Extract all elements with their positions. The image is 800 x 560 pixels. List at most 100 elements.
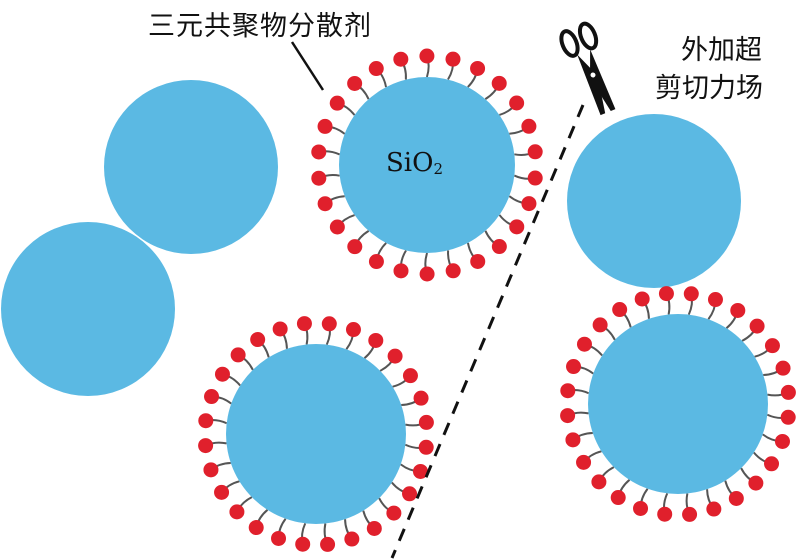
- dispersant-leader-line: [290, 41, 325, 91]
- polymer-head: [317, 196, 333, 212]
- polymer-head: [229, 504, 245, 520]
- polymer-head: [368, 332, 384, 348]
- bare-particle-right: [567, 114, 741, 288]
- polymer-head: [198, 413, 214, 429]
- polymer-head: [203, 462, 219, 478]
- polymer-head: [320, 536, 336, 552]
- polymer-head: [560, 408, 576, 424]
- sio2-label-subscript: 2: [433, 160, 443, 178]
- polymer-head: [748, 475, 764, 491]
- polymer-head: [521, 118, 537, 134]
- polymer-head: [560, 383, 576, 399]
- polymer-head: [368, 254, 384, 270]
- polymer-head: [329, 95, 345, 111]
- bare-particle-lower: [1, 222, 175, 396]
- polymer-head: [418, 414, 434, 430]
- polymer-head: [445, 51, 461, 67]
- polymer-head: [393, 51, 409, 67]
- polymer-head: [682, 506, 698, 522]
- polymer-head: [470, 60, 486, 76]
- polymer-head: [419, 48, 435, 64]
- polymer-head: [321, 316, 337, 332]
- polymer-head: [413, 390, 429, 406]
- polymer-head: [728, 490, 744, 506]
- polymer-head: [345, 322, 361, 338]
- polymer-head: [250, 332, 266, 348]
- polymer-head: [706, 501, 722, 517]
- polymer-head: [402, 368, 418, 384]
- polymer-head: [707, 292, 723, 308]
- polymer-head: [634, 291, 650, 307]
- polymer-head: [775, 360, 791, 376]
- dispersant-label: 三元共聚物分散剂: [148, 11, 372, 42]
- polymer-head: [774, 433, 790, 449]
- polymer-head: [527, 144, 543, 160]
- polymer-head: [657, 506, 673, 522]
- polymer-head: [387, 348, 403, 364]
- bare-particle-upper: [104, 80, 278, 254]
- polymer-head: [214, 484, 230, 500]
- polymer-head: [311, 170, 327, 186]
- polymer-head: [527, 170, 543, 186]
- polymer-head: [272, 321, 288, 337]
- polymer-head: [509, 95, 525, 111]
- polymer-head: [393, 263, 409, 279]
- shear-dashed-line: [390, 104, 585, 559]
- polymer-head: [576, 454, 592, 470]
- polymer-head: [311, 144, 327, 160]
- polymer-head: [230, 347, 246, 363]
- polymer-head: [470, 253, 486, 269]
- polymer-head: [204, 389, 220, 405]
- polymer-head: [445, 263, 461, 279]
- shear-field-label-line1: 外加超: [681, 35, 762, 66]
- polymer-head: [780, 409, 796, 425]
- polymer-head: [248, 520, 264, 536]
- polymer-head: [402, 486, 418, 502]
- coated-particle-right: [560, 286, 796, 522]
- polymer-head: [749, 318, 765, 334]
- polymer-head: [633, 500, 649, 516]
- polymer-head: [271, 530, 287, 546]
- polymer-head: [565, 432, 581, 448]
- polymer-head: [214, 366, 230, 382]
- polymer-head: [366, 520, 382, 536]
- polymer-head: [296, 316, 312, 332]
- sio2-core: [226, 344, 406, 524]
- polymer-head: [683, 286, 699, 302]
- sio2-label: SiO2: [386, 148, 443, 178]
- polymer-head: [347, 75, 363, 91]
- polymer-head: [612, 302, 628, 318]
- polymer-head: [368, 61, 384, 77]
- polymer-head: [509, 219, 525, 235]
- polymer-head: [566, 359, 582, 375]
- polymer-head: [658, 286, 674, 302]
- polymer-head: [764, 456, 780, 472]
- polymer-head: [295, 536, 311, 552]
- polymer-head: [317, 118, 333, 134]
- polymer-head: [329, 219, 345, 235]
- polymer-head: [780, 384, 796, 400]
- polymer-head: [592, 317, 608, 333]
- sio2-core: [588, 314, 768, 494]
- polymer-head: [591, 474, 607, 490]
- polymer-head: [491, 239, 507, 255]
- polymer-head: [610, 490, 626, 506]
- polymer-head: [418, 439, 434, 455]
- polymer-head: [412, 463, 428, 479]
- sio2-label-main: SiO: [386, 148, 434, 178]
- sio2-core: [339, 77, 515, 253]
- polymer-head: [347, 239, 363, 255]
- polymer-head: [576, 336, 592, 352]
- polymer-head: [521, 196, 537, 212]
- coated-particle-bottom: [198, 316, 434, 552]
- polymer-head: [419, 266, 435, 282]
- polymer-head: [386, 505, 402, 521]
- polymer-head: [730, 302, 746, 318]
- polymer-head: [764, 338, 780, 354]
- coated-particle-sio2: [311, 48, 543, 282]
- polymer-head: [344, 531, 360, 547]
- polymer-head: [198, 438, 214, 454]
- shear-field-label-line2: 剪切力场: [655, 73, 763, 104]
- polymer-head: [491, 75, 507, 91]
